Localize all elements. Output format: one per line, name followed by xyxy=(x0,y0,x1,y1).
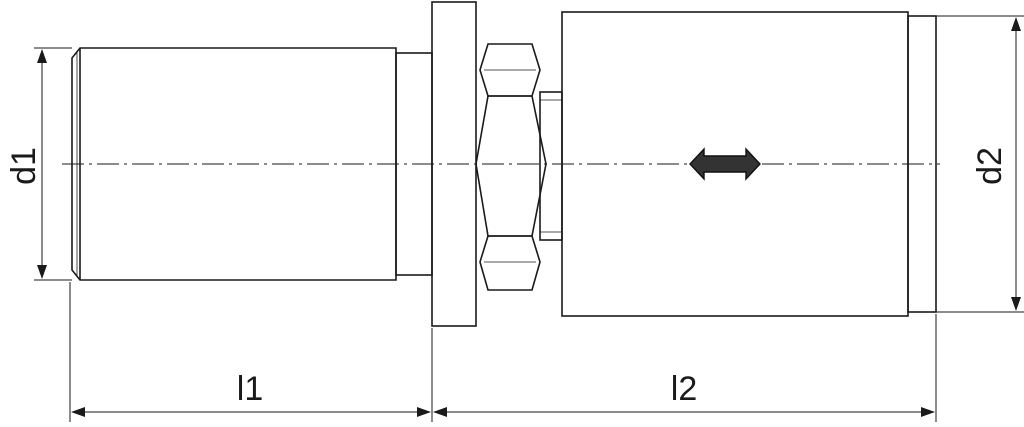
d1-dimension xyxy=(34,47,72,281)
l1-label: l1 xyxy=(237,370,263,408)
hex-nut xyxy=(475,43,547,291)
l2-label: l2 xyxy=(671,370,697,408)
d2-dimension xyxy=(936,15,1024,313)
d2-label: d2 xyxy=(971,147,1009,185)
d1-label: d1 xyxy=(5,147,43,185)
spindle xyxy=(539,91,563,241)
double-arrow-icon xyxy=(689,147,761,181)
